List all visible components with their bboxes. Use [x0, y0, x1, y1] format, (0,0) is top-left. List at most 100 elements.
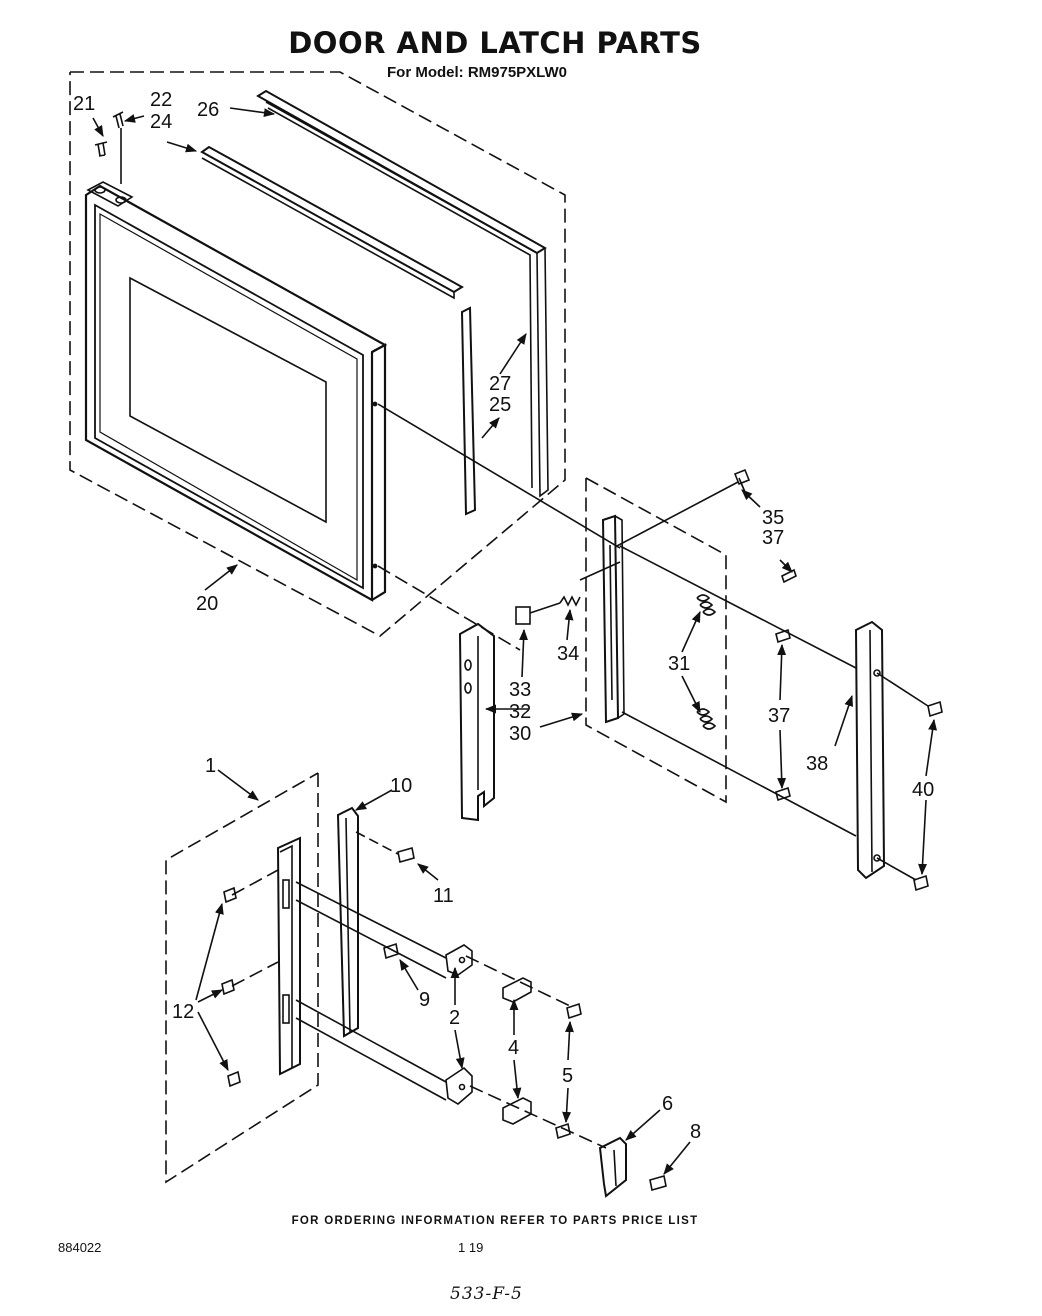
screw-22	[112, 111, 124, 129]
block-4-top	[502, 977, 532, 1003]
leader-12-top	[195, 902, 224, 1001]
align-hinge-top	[295, 881, 447, 959]
screw-35	[733, 468, 751, 493]
leader-37-top	[779, 559, 793, 573]
align-12-top	[231, 869, 279, 896]
hinge-assembly	[165, 769, 691, 1198]
align-40-bottom	[876, 857, 917, 881]
door-boundary-dashed	[69, 71, 566, 637]
callout-24: 24	[150, 111, 172, 133]
door-window	[129, 276, 327, 524]
leader-4-down	[512, 1059, 522, 1100]
bracket-6	[598, 1136, 627, 1198]
cover-38	[854, 620, 886, 880]
callout-26: 26	[197, 99, 219, 121]
hinge-bracket	[276, 836, 301, 1076]
leader-5-up	[564, 1020, 574, 1061]
handle-32	[458, 622, 495, 822]
ordering-note: FOR ORDERING INFORMATION REFER TO PARTS …	[291, 1215, 699, 1227]
callout-1: 1	[205, 755, 216, 777]
callout-12: 12	[172, 1001, 194, 1023]
strip-24-edge	[201, 157, 455, 300]
strip-25	[460, 306, 477, 516]
handle-hole	[464, 659, 472, 671]
screw-12-bottom	[227, 1070, 241, 1088]
callout-21: 21	[73, 93, 95, 115]
latch-33	[515, 606, 531, 625]
callout-11: 11	[433, 885, 454, 907]
screw-11	[397, 846, 415, 864]
leader-31-bottom	[681, 675, 701, 714]
callout-8: 8	[690, 1121, 701, 1143]
leader-40-up	[925, 718, 938, 777]
latch-plate-edge	[614, 515, 625, 719]
screw-37-bottom	[775, 786, 791, 802]
gasket-26-inner	[267, 107, 533, 489]
handle-hole	[464, 682, 472, 694]
callout-4: 4	[508, 1037, 519, 1059]
leader-26	[229, 107, 276, 118]
screw-5-bottom	[555, 1122, 571, 1140]
hinge-part-2-bottom	[445, 1066, 473, 1105]
latch-rod	[529, 602, 561, 614]
align-11	[355, 831, 399, 855]
door-frame-inner2	[99, 212, 358, 582]
callout-35: 35	[762, 507, 784, 529]
callout-10: 10	[390, 775, 412, 797]
callout-38: 38	[806, 753, 828, 775]
model-subtitle: For Model: RM975PXLW0	[387, 64, 568, 81]
leader-40-down	[918, 799, 928, 876]
callout-37-mid: 37	[768, 705, 790, 727]
diagram-code: 533-F-5	[450, 1284, 523, 1304]
leader-12-bottom	[197, 1011, 229, 1071]
strip-24	[200, 145, 464, 294]
leader-27	[499, 333, 527, 375]
leader-30	[539, 712, 584, 728]
callout-labels: 21 22 24 26 27 25 20 35 37 37 31 34 33 3…	[73, 89, 934, 1143]
door-pin-dot	[372, 563, 378, 569]
doc-number: 884022	[58, 1240, 102, 1255]
callout-33: 33	[509, 679, 531, 701]
bracket-6-edge	[613, 1149, 617, 1187]
leader-24	[166, 141, 198, 153]
leader-33	[519, 628, 529, 678]
hinge-boundary-dashed	[165, 772, 319, 1184]
door-hinge-block	[86, 181, 134, 207]
hinge-part-2-top	[445, 944, 473, 976]
leader-31-top	[681, 610, 701, 653]
leader-11	[417, 863, 439, 881]
leader-21	[92, 117, 104, 137]
leader-12-mid	[197, 989, 224, 1003]
latch-assembly	[458, 468, 943, 892]
callout-34: 34	[557, 643, 579, 665]
leader-22b	[123, 114, 145, 123]
align-6	[469, 1085, 607, 1149]
callout-6: 6	[662, 1093, 673, 1115]
leader-34	[564, 608, 574, 641]
leader-35	[741, 489, 761, 508]
align-40-top	[876, 672, 929, 707]
screw-40-bottom	[913, 874, 929, 892]
hinge-hole	[115, 196, 127, 204]
callout-20: 20	[196, 593, 218, 615]
callout-32: 32	[509, 701, 531, 723]
leader-10	[355, 789, 393, 811]
door-frame-side	[371, 343, 387, 601]
callout-37-top: 37	[762, 527, 784, 549]
door-frame	[84, 184, 388, 602]
cover-hole	[873, 669, 881, 677]
screw-5-top	[566, 1002, 582, 1020]
align-38-top	[619, 545, 857, 669]
align-latch	[579, 561, 621, 581]
screw-8	[649, 1174, 667, 1192]
leader-1	[217, 769, 259, 801]
callout-25: 25	[489, 394, 511, 416]
bracket-slot	[282, 879, 290, 909]
block-4-bottom	[502, 1097, 532, 1125]
screw-40-top	[927, 700, 943, 718]
screw-9	[383, 942, 399, 960]
align-line-bottom	[377, 565, 521, 651]
spring-31-top	[696, 594, 717, 616]
cover-edge	[869, 629, 873, 873]
